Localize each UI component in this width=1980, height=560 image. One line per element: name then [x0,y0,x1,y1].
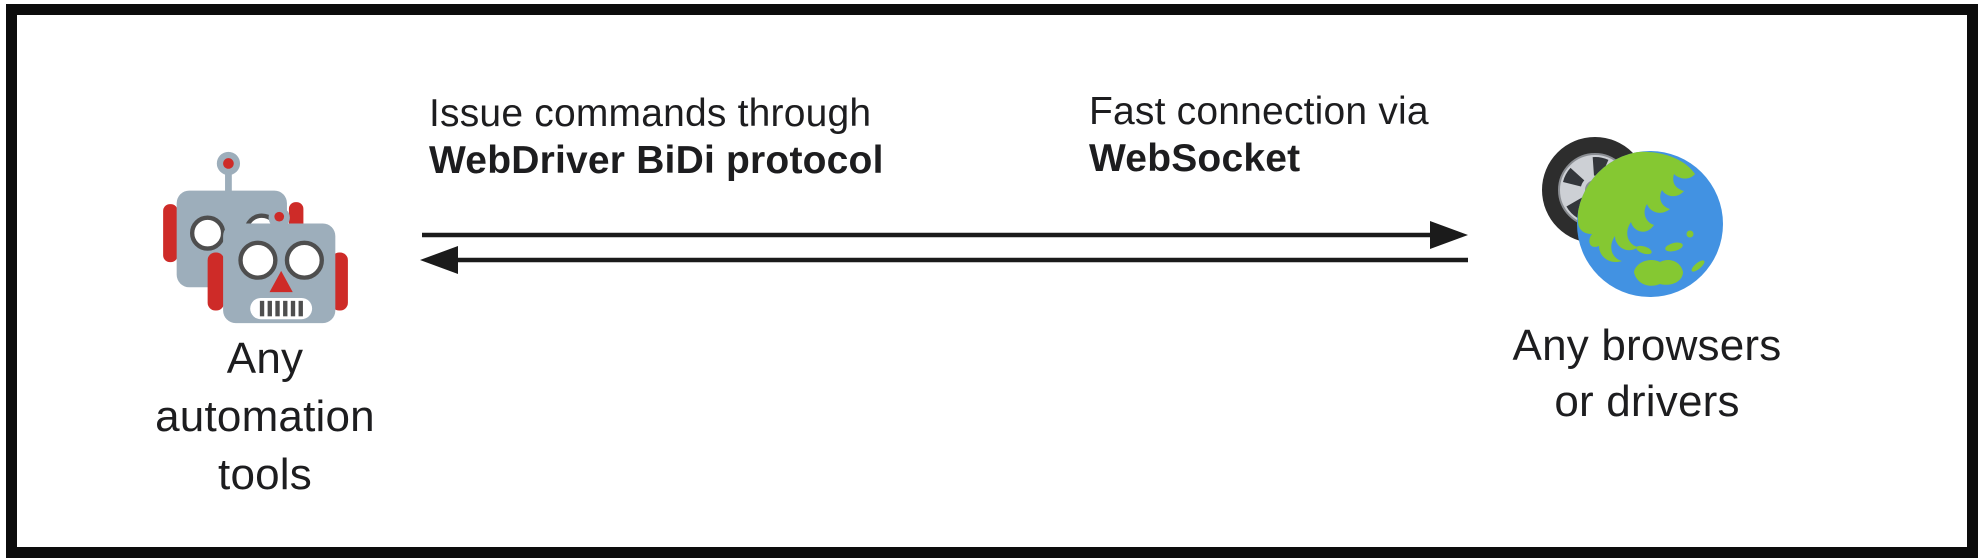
antenna-dot [223,158,234,169]
globe-icon [1577,151,1723,297]
robots-icon [163,151,348,324]
antenna-stem [225,163,232,195]
bidirectional-arrows [420,221,1468,274]
back-robot-left-eye [189,215,226,251]
right-arrowhead-icon [1430,221,1468,249]
robot-nose [269,270,293,293]
front-robot-left-eye [238,240,278,280]
left-arrowhead-icon [420,246,458,274]
right-node-caption: Any browsers or drivers [1480,318,1814,430]
caption-line: or drivers [1554,377,1740,426]
front-robot-right-ear [331,252,348,311]
response-arrow [420,246,1468,274]
label-line-regular: Issue commands through [429,92,872,135]
back-robot-left-ear [163,204,178,263]
caption-line: Any [226,334,304,383]
front-robot-left-ear [207,252,225,311]
wheel-globe-icon [1542,137,1723,297]
left-node-caption: Any automation tools [105,330,425,504]
front-antenna-dot [274,211,285,222]
label-line-regular: Fast connection via [1089,90,1429,133]
request-arrow [422,221,1468,249]
bidi-protocol-label: Issue commands through WebDriver BiDi pr… [429,90,884,184]
robot-mouth-grill [259,300,303,317]
label-line-bold: WebDriver BiDi protocol [429,139,884,182]
label-line-bold: WebSocket [1089,137,1301,180]
front-robot-right-eye [284,240,324,280]
websocket-label: Fast connection via WebSocket [1089,88,1429,182]
caption-line: Any browsers [1512,321,1782,370]
robot-mouth [250,297,313,320]
caption-line: tools [218,450,312,499]
caption-line: automation [155,392,375,441]
diagram-frame [6,4,1978,558]
